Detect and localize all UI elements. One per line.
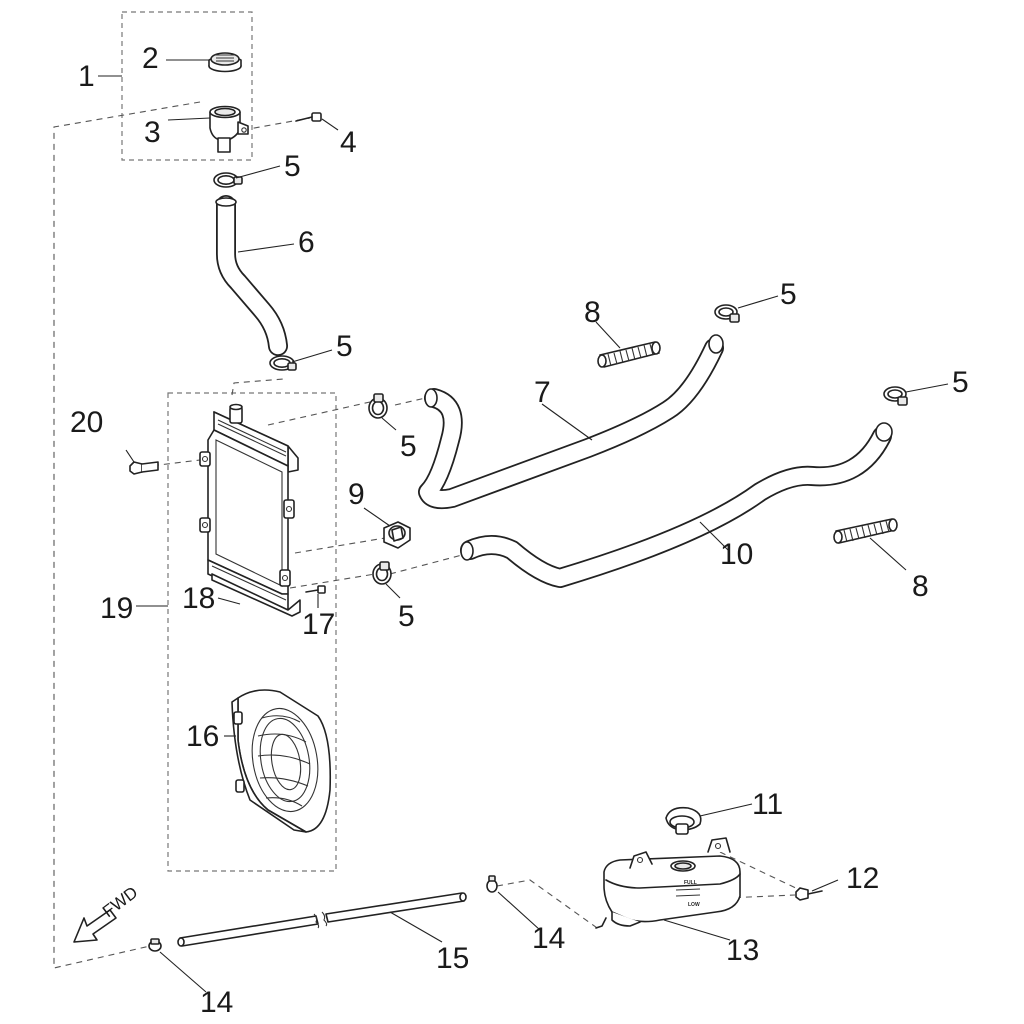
group-box-radiator-assembly xyxy=(167,392,337,872)
callout-17: 17 xyxy=(302,608,335,641)
callout-20: 20 xyxy=(70,406,103,439)
overflow-clamp-left xyxy=(148,938,162,952)
callout-16: 16 xyxy=(186,720,219,753)
callout-13: 13 xyxy=(726,934,759,967)
callout-2: 2 xyxy=(142,42,159,75)
forward-label: FWD xyxy=(99,883,141,921)
callout-3: 3 xyxy=(144,116,161,149)
callout-4: 4 xyxy=(340,126,357,159)
callout-18: 18 xyxy=(182,582,215,615)
radiator-cap xyxy=(208,52,242,73)
reservoir-mount-bolt xyxy=(795,887,823,901)
forward-arrow-icon xyxy=(73,909,117,943)
overflow-tube xyxy=(177,892,467,947)
radiator-core xyxy=(199,403,301,617)
hose-clamp-upper-neck xyxy=(213,172,243,188)
lower-coolant-hose xyxy=(460,422,893,588)
callout-5-upper-hose: 5 xyxy=(400,430,417,463)
upper-coolant-hose xyxy=(418,334,724,510)
reservoir-low-mark: LOW xyxy=(688,902,700,908)
callout-12: 12 xyxy=(846,862,879,895)
drain-bolt xyxy=(305,585,326,594)
temperature-sensor xyxy=(383,521,411,549)
callout-8-upper: 8 xyxy=(584,296,601,329)
hose-clamp-radiator-inlet xyxy=(269,355,297,371)
callout-6: 6 xyxy=(298,226,315,259)
reservoir-cap xyxy=(665,806,702,835)
callout-11: 11 xyxy=(752,788,783,821)
hose-clamp-upper-hose xyxy=(368,393,388,419)
callout-5-lower-hose: 5 xyxy=(398,600,415,633)
callout-5-lower-right: 5 xyxy=(952,366,969,399)
callout-5-inlet: 5 xyxy=(336,330,353,363)
hose-protector-spring-lower xyxy=(833,518,898,544)
filler-neck xyxy=(209,105,249,153)
callout-19: 19 xyxy=(100,592,133,625)
neck-to-radiator-hose xyxy=(215,195,288,356)
hose-clamp-lower-right xyxy=(883,386,908,406)
hose-protector-spring-upper xyxy=(597,341,661,368)
callout-5-upper-right: 5 xyxy=(780,278,797,311)
forward-direction-indicator: FWD xyxy=(73,883,141,943)
overflow-clamp-right xyxy=(486,875,498,893)
callout-7: 7 xyxy=(534,376,551,409)
callout-15: 15 xyxy=(436,942,469,975)
hose-clamp-upper-right xyxy=(714,304,740,323)
leader-lines xyxy=(98,59,949,993)
callout-14-left: 14 xyxy=(200,986,233,1019)
coolant-reservoir: FULL LOW xyxy=(595,837,741,929)
group-box-filler-neck xyxy=(121,11,253,161)
neck-bolt xyxy=(295,112,322,122)
fan-shroud xyxy=(231,689,332,833)
callout-1: 1 xyxy=(78,60,95,93)
callout-9: 9 xyxy=(348,478,365,511)
reservoir-full-mark: FULL xyxy=(684,880,697,886)
radiator-mount-bolt xyxy=(129,461,159,475)
hose-clamp-lower-hose xyxy=(372,561,392,585)
callout-14-right: 14 xyxy=(532,922,565,955)
callout-8-lower: 8 xyxy=(912,570,929,603)
callout-5-neck: 5 xyxy=(284,150,301,183)
callout-10: 10 xyxy=(720,538,753,571)
callout-labels: 1 2 3 4 5 6 5 5 7 8 5 5 20 9 10 8 5 17 1… xyxy=(70,42,969,1019)
